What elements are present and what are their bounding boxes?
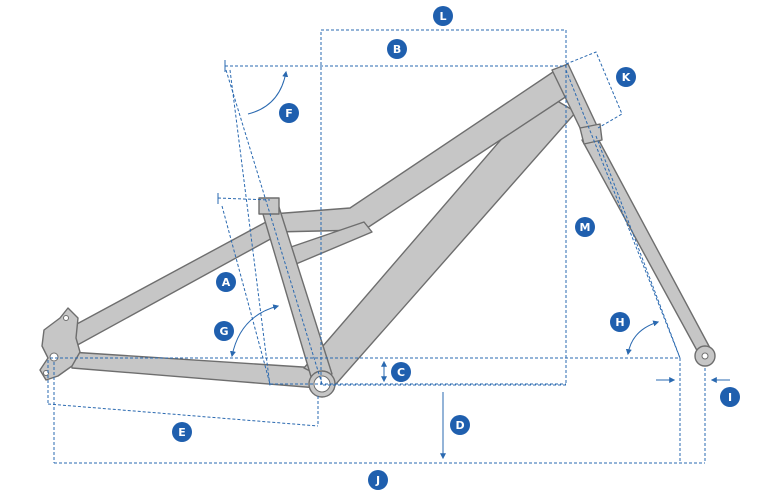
dim-k-box: [565, 51, 623, 129]
svg-text:K: K: [622, 71, 631, 84]
svg-text:B: B: [393, 43, 401, 56]
svg-text:D: D: [455, 419, 464, 432]
svg-text:I: I: [728, 391, 732, 404]
svg-text:G: G: [219, 325, 228, 338]
badge-j: J: [368, 470, 388, 490]
svg-text:E: E: [178, 426, 186, 439]
front-axle: [701, 352, 709, 360]
badge-b: B: [387, 39, 407, 59]
rear-dropout: [39, 307, 81, 381]
fork: [581, 134, 711, 357]
badge-h: H: [610, 312, 630, 332]
dim-m-line: [565, 69, 681, 359]
seat-collar: [258, 197, 280, 215]
badge-c: C: [391, 362, 411, 382]
dimension-arrows: [230, 70, 730, 460]
badge-e: E: [172, 422, 192, 442]
svg-text:C: C: [397, 366, 405, 379]
svg-text:M: M: [580, 221, 591, 234]
chain-stay: [69, 351, 319, 389]
dim-l-box: [320, 29, 567, 386]
badge-k: K: [616, 67, 636, 87]
badge-g: G: [214, 321, 234, 341]
badge-d: D: [450, 415, 470, 435]
dim-e-line: [47, 403, 319, 427]
dim-a-diag: [221, 205, 271, 385]
svg-text:L: L: [439, 10, 446, 23]
angle-arrow-h: [625, 320, 660, 356]
angle-arrow-f: [247, 70, 289, 115]
badge-a: A: [216, 272, 236, 292]
dim-a-line: [217, 197, 271, 201]
dim-h-line: [595, 135, 681, 359]
svg-text:A: A: [222, 276, 231, 289]
badge-m: M: [575, 217, 595, 237]
badge-i: I: [720, 387, 740, 407]
svg-text:H: H: [615, 316, 624, 329]
svg-text:F: F: [285, 107, 293, 120]
badge-f: F: [279, 103, 299, 123]
dimension-lines: [47, 29, 706, 464]
bike-frame: [39, 63, 716, 398]
dropout-bolt: [63, 315, 69, 321]
seat-stay: [61, 221, 277, 349]
rear-axle: [49, 352, 59, 362]
badge-l: L: [433, 6, 453, 26]
svg-text:J: J: [375, 474, 380, 487]
headset-lower-cup: [579, 123, 603, 145]
angle-arrow-g: [230, 304, 280, 358]
